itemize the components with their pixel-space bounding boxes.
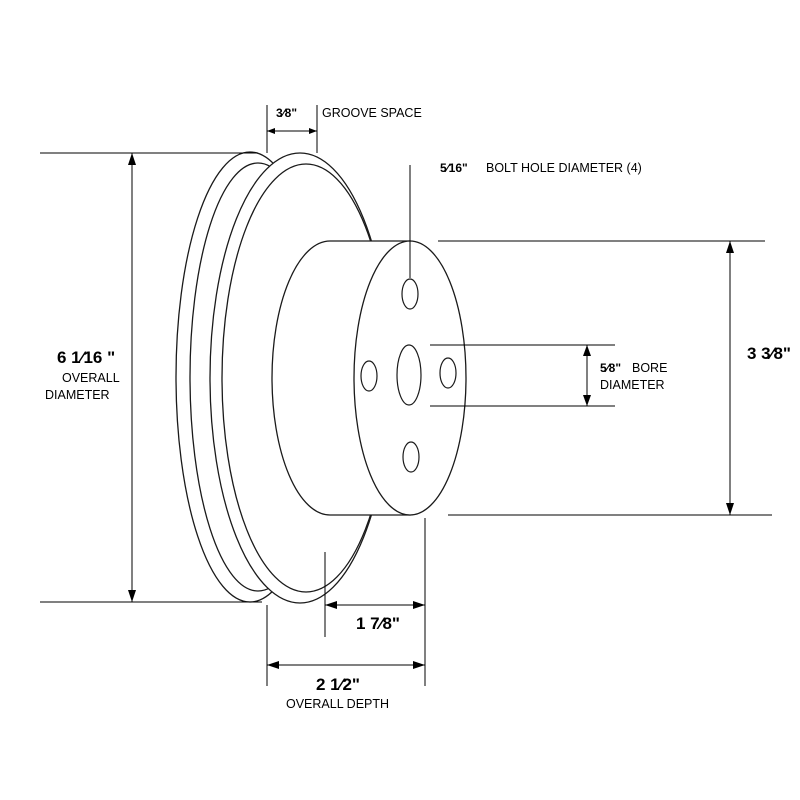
hub-depth-dimension: 1 7⁄8" <box>324 518 426 637</box>
overall-depth-label: OVERALL DEPTH <box>286 697 389 711</box>
groove-space-value: 3⁄8" <box>276 106 297 120</box>
bolt-holes <box>360 278 457 473</box>
bore-diameter-value: 5⁄8" <box>600 361 621 375</box>
bolt-hole-callout: 5⁄16" BOLT HOLE DIAMETER (4) <box>409 161 642 278</box>
groove-space-dimension: 3⁄8" GROOVE SPACE <box>266 105 422 153</box>
overall-depth-dimension: 2 1⁄2" OVERALL DEPTH <box>266 605 426 711</box>
hub-diameter-value: 3 3⁄8" <box>747 344 791 363</box>
overall-diameter-line1: OVERALL <box>62 371 120 385</box>
bore-diameter-line1: BORE <box>632 361 667 375</box>
overall-diameter-line2: DIAMETER <box>45 388 110 402</box>
bolt-hole-left <box>360 360 378 392</box>
hub-diameter-dimension: 3 3⁄8" <box>438 240 791 516</box>
overall-diameter-dimension: 6 1⁄16 " OVERALL DIAMETER <box>40 152 262 603</box>
bolt-hole-top <box>401 278 419 310</box>
overall-diameter-value: 6 1⁄16 " <box>57 348 115 367</box>
bolt-hole-right <box>439 357 457 389</box>
bolt-hole-value: 5⁄16" <box>440 161 468 175</box>
bolt-hole-bottom <box>402 441 420 473</box>
bore-diameter-dimension: 5⁄8" BORE DIAMETER <box>430 344 667 407</box>
groove-space-label: GROOVE SPACE <box>322 106 422 120</box>
overall-depth-value: 2 1⁄2" <box>316 675 360 694</box>
bolt-hole-label: BOLT HOLE DIAMETER (4) <box>486 161 642 175</box>
bore-diameter-line2: DIAMETER <box>600 378 665 392</box>
center-bore <box>396 344 422 406</box>
hub-depth-value: 1 7⁄8" <box>356 614 400 633</box>
pulley-body <box>175 151 467 604</box>
